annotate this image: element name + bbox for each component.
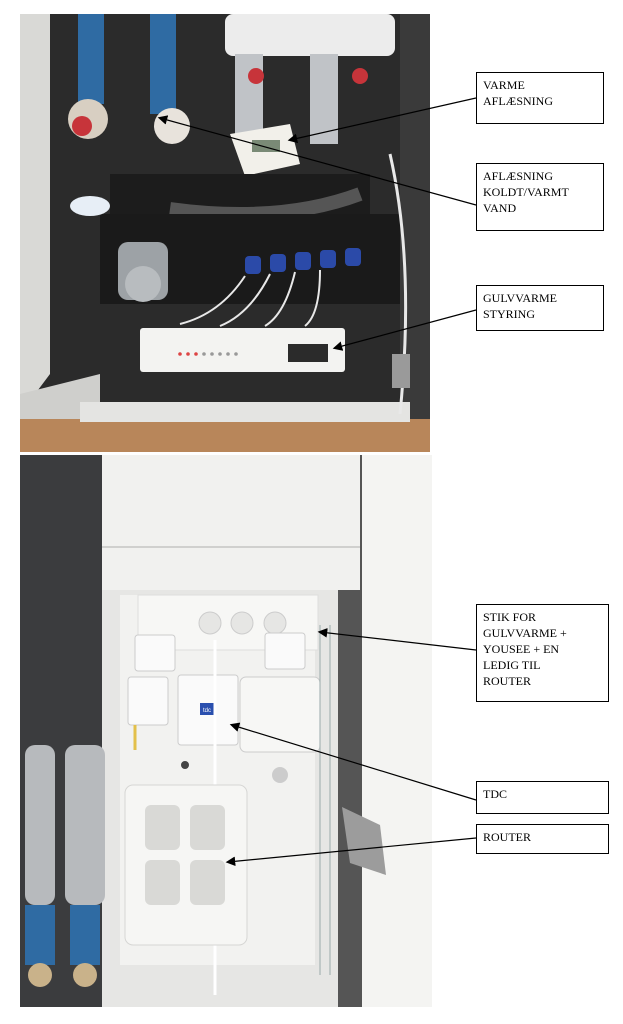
label-stik: STIK FOR GULVVARME + YOUSEE + EN LEDIG T… (476, 604, 609, 702)
label-tdc: TDC (476, 781, 609, 814)
label-router: ROUTER (476, 824, 609, 854)
manifold-photo (20, 14, 430, 452)
router-photo: tdc (20, 455, 432, 1007)
label-varme-aflaesning: VARME AFLÆSNING (476, 72, 604, 124)
label-gulvvarme-styring: GULVVARME STYRING (476, 285, 604, 331)
label-aflaesning-vand: AFLÆSNING KOLDT/VARMT VAND (476, 163, 604, 231)
tdc-logo-text: tdc (203, 708, 211, 714)
